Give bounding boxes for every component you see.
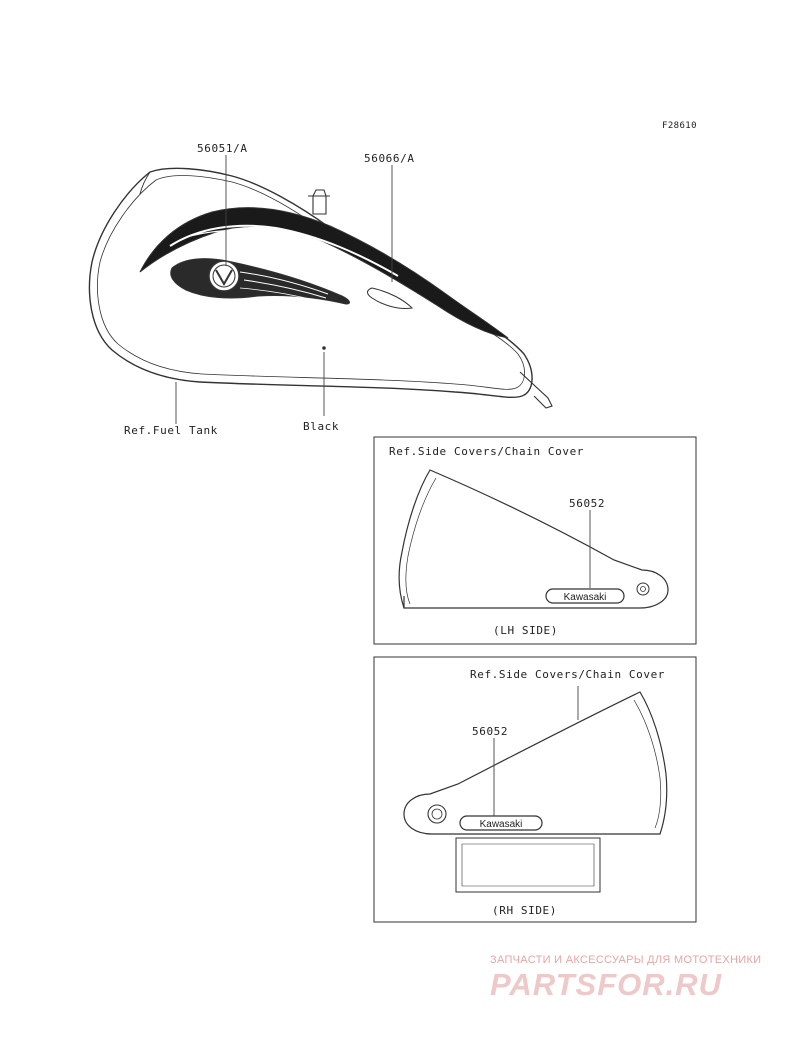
rh-kawasaki-emblem: [459, 815, 543, 831]
black-color-label: Black: [303, 420, 339, 433]
lh-kawasaki-emblem: [545, 588, 625, 604]
part-number-56066: 56066/A: [364, 152, 415, 165]
tank-emblem-graphic: [170, 258, 350, 305]
watermark-brand: PARTSFOR.RU: [490, 967, 723, 1002]
rh-emblem-text: Kawasaki: [480, 819, 523, 830]
rh-side-cover-drawing: [403, 691, 668, 893]
figure-code: F28610: [662, 121, 697, 131]
lh-ref-side-covers-label: Ref.Side Covers/Chain Cover: [389, 445, 584, 458]
tank-stripe-graphic: [139, 207, 509, 339]
rh-ref-side-covers-label: Ref.Side Covers/Chain Cover: [470, 668, 665, 681]
rh-side-panel: [373, 656, 697, 923]
part-number-56051: 56051/A: [197, 142, 248, 155]
lh-part-number-56052: 56052: [569, 497, 605, 510]
tank-leader-lines: [175, 155, 393, 424]
lh-emblem-text: Kawasaki: [564, 592, 607, 603]
ref-fuel-tank-label: Ref.Fuel Tank: [124, 424, 218, 437]
black-point-dot: [322, 346, 326, 350]
lh-side-panel: [373, 436, 697, 645]
watermark-tagline: ЗАПЧАСТИ И АКСЕССУАРЫ ДЛЯ МОТОТЕХНИКИ: [490, 954, 761, 966]
rh-side-caption: (RH SIDE): [492, 904, 557, 917]
rh-part-number-56052: 56052: [472, 725, 508, 738]
lh-side-caption: (LH SIDE): [493, 624, 558, 637]
lh-side-cover-drawing: [398, 469, 669, 609]
